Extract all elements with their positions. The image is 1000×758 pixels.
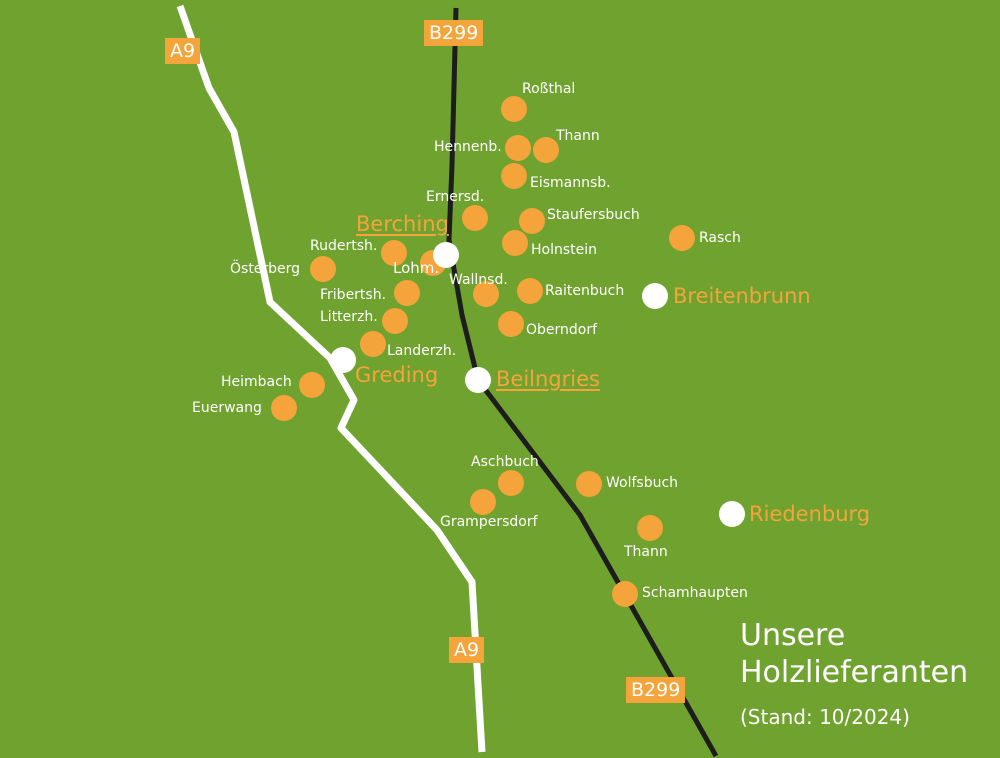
town-dot-riedenburg bbox=[719, 501, 745, 527]
supplier-label-euerwang: Euerwang bbox=[192, 400, 262, 416]
supplier-dot-rudertsh bbox=[381, 240, 407, 266]
supplier-dots bbox=[271, 96, 695, 607]
supplier-dot-rossthal bbox=[501, 96, 527, 122]
supplier-label-litterzh: Litterzh. bbox=[320, 309, 378, 325]
supplier-label-wolfsbuch: Wolfsbuch bbox=[606, 475, 679, 491]
supplier-dot-wallnsd bbox=[473, 281, 499, 307]
supplier-label-staufersbuch: Staufersbuch bbox=[547, 207, 640, 223]
supplier-dot-osterberg bbox=[310, 256, 336, 282]
supplier-label-ernersd: Ernersd. bbox=[426, 189, 485, 205]
town-dots bbox=[330, 242, 745, 527]
supplier-label-rudertsh: Rudertsh. bbox=[310, 238, 378, 254]
supplier-dot-rasch bbox=[669, 225, 695, 251]
supplier-label-hennenb: Hennenb. bbox=[434, 139, 502, 155]
supplier-label-rossthal: Roßthal bbox=[522, 81, 576, 97]
supplier-dot-oberndorf bbox=[498, 311, 524, 337]
supplier-dot-grampersdorf bbox=[470, 489, 496, 515]
supplier-dot-landerzh bbox=[360, 331, 386, 357]
b299-road bbox=[446, 7, 719, 758]
town-label-riedenburg: Riedenburg bbox=[749, 502, 871, 526]
map-title-line1: Unsere bbox=[740, 618, 846, 653]
town-dot-berching bbox=[433, 242, 459, 268]
supplier-label-eismannsb: Eismannsb. bbox=[530, 175, 611, 191]
supplier-label-aschbuch: Aschbuch bbox=[471, 454, 539, 470]
map-stand-date: (Stand: 10/2024) bbox=[740, 705, 910, 729]
supplier-label-thann-south: Thann bbox=[624, 544, 668, 560]
supplier-dot-staufersbuch bbox=[519, 208, 545, 234]
supplier-label-schamhaupten: Schamhaupten bbox=[642, 585, 748, 601]
supplier-dot-raitenbuch bbox=[517, 278, 543, 304]
map-title: Unsere Holzlieferanten bbox=[740, 617, 968, 691]
supplier-dot-litterzh bbox=[382, 308, 408, 334]
supplier-label-osterberg: Österberg bbox=[230, 261, 301, 277]
town-dot-greding bbox=[330, 347, 356, 373]
supplier-dot-aschbuch bbox=[498, 470, 524, 496]
supplier-label-raitenbuch: Raitenbuch bbox=[545, 283, 625, 299]
supplier-dot-ernersd bbox=[462, 205, 488, 231]
town-label-breitenbrunn: Breitenbrunn bbox=[673, 284, 811, 308]
supplier-dot-fribertsh bbox=[394, 280, 420, 306]
supplier-dot-eismannsb bbox=[501, 163, 527, 189]
supplier-dot-hennenb bbox=[505, 135, 531, 161]
supplier-dot-thann-north bbox=[533, 137, 559, 163]
town-label-berching: Berching bbox=[356, 212, 449, 236]
supplier-label-heimbach: Heimbach bbox=[221, 374, 292, 390]
supplier-dot-thann-south bbox=[637, 515, 663, 541]
supplier-dot-euerwang bbox=[271, 395, 297, 421]
supplier-label-holnstein: Holnstein bbox=[531, 242, 598, 258]
a9-road bbox=[176, 4, 486, 753]
a9-shield-south: A9 bbox=[449, 637, 485, 663]
supplier-label-wallnsd: Wallnsd. bbox=[449, 272, 508, 288]
supplier-label-thann-north: Thann bbox=[556, 128, 600, 144]
town-label-beilngries: Beilngries bbox=[496, 367, 600, 391]
map-title-line2: Holzlieferanten bbox=[740, 655, 969, 690]
supplier-label-grampersdorf: Grampersdorf bbox=[440, 514, 538, 530]
town-dot-breitenbrunn bbox=[642, 283, 668, 309]
town-dot-beilngries bbox=[465, 367, 491, 393]
supplier-dot-wolfsbuch bbox=[576, 471, 602, 497]
supplier-dot-holnstein bbox=[502, 230, 528, 256]
b299-shield-north: B299 bbox=[424, 20, 484, 46]
supplier-label-fribertsh: Fribertsh. bbox=[320, 287, 387, 303]
supplier-dot-schamhaupten bbox=[612, 581, 638, 607]
supplier-dot-heimbach bbox=[299, 372, 325, 398]
supplier-label-lohm: Lohm. bbox=[393, 259, 440, 277]
town-label-greding: Greding bbox=[355, 363, 439, 387]
supplier-label-oberndorf: Oberndorf bbox=[526, 322, 598, 338]
supplier-label-rasch: Rasch bbox=[699, 230, 741, 246]
b299-shield-south: B299 bbox=[626, 677, 686, 703]
supplier-label-landerzh: Landerzh. bbox=[387, 343, 457, 359]
a9-shield-north: A9 bbox=[165, 38, 201, 64]
